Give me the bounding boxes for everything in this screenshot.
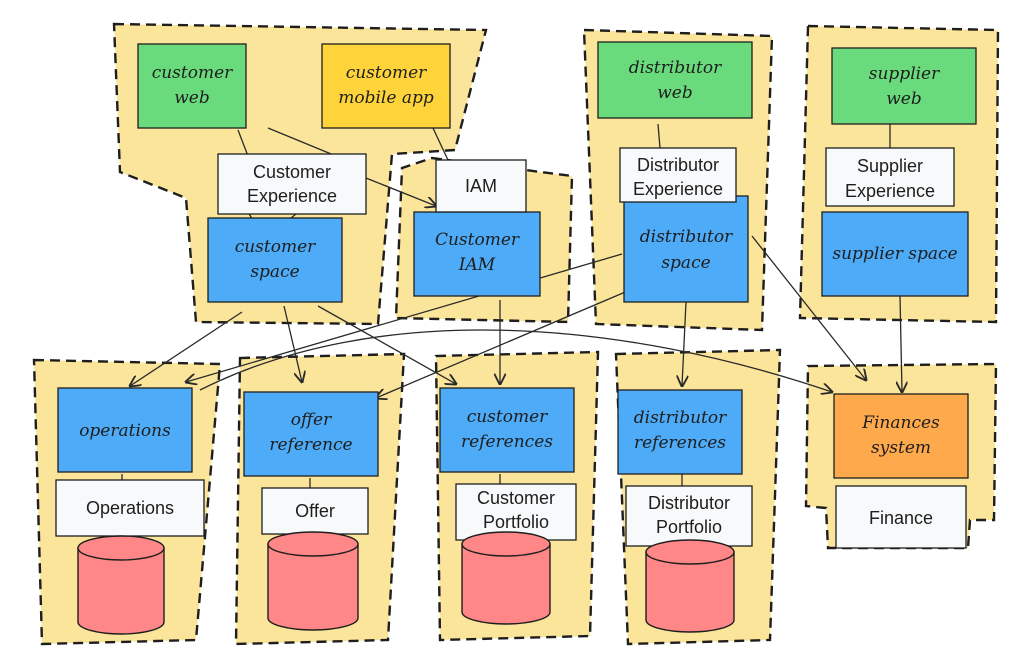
- distributor-references-line1: distributor: [634, 408, 727, 428]
- offer-reference-box: offer reference: [243, 391, 379, 477]
- customer-iam-box: Customer IAM: [413, 211, 541, 297]
- customer-experience-line2: Experience: [247, 186, 337, 206]
- arrows: [130, 177, 902, 398]
- supplier-experience-line1: Supplier: [857, 156, 923, 176]
- finance-label: Finance: [835, 485, 967, 549]
- customer-mobile-box: customer mobile app: [321, 43, 451, 129]
- operations-fill: [57, 387, 193, 473]
- customer-portfolio-label: Customer Portfolio: [455, 483, 577, 541]
- finances-system-line1: Finances: [861, 413, 940, 433]
- customer-iam-line2: IAM: [458, 255, 496, 275]
- distributor-space-line2: space: [661, 253, 710, 273]
- customer-experience-line1: Customer: [253, 162, 331, 182]
- customer-references-line1: customer: [467, 407, 548, 427]
- customer-space-box: customer space: [207, 217, 343, 303]
- finance-domain-line1: Finance: [869, 508, 933, 528]
- customer-references-line2: references: [461, 432, 553, 452]
- finances-system-fill: [833, 393, 969, 479]
- customer-web-line1: customer: [152, 63, 233, 83]
- customer-web-fill: [137, 43, 247, 129]
- customer-web-box: customer web: [137, 43, 247, 129]
- arrow-operations-to-finances: [199, 329, 832, 392]
- finances-system-line2: system: [871, 438, 931, 458]
- distributor-web-line1: distributor: [629, 58, 722, 78]
- customer-references-fill: [439, 387, 575, 473]
- supplier-web-line1: supplier: [869, 64, 940, 84]
- customer-iam-fill: [413, 211, 541, 297]
- finances-system-box: Finances system: [833, 393, 969, 479]
- arrow-distributor-space-to-offer: [376, 289, 631, 398]
- supplier-web-fill: [831, 47, 977, 125]
- distributor-space-line1: distributor: [640, 227, 733, 247]
- distributor-space-box: distributor space: [623, 195, 749, 303]
- distributor-web-box: distributor web: [597, 41, 753, 119]
- offer-reference-line2: reference: [269, 435, 352, 455]
- customer-mobile-line1: customer: [346, 63, 427, 83]
- customer-iam-line1: Customer: [435, 230, 520, 250]
- arrow-customer-space-to-customer-refs: [317, 305, 456, 384]
- operations-line1: operations: [79, 421, 171, 441]
- distributor-references-line2: references: [634, 433, 726, 453]
- distributor-space-fill: [623, 195, 749, 303]
- iam-line1: IAM: [465, 176, 497, 196]
- customer-space-line2: space: [250, 262, 299, 282]
- iam-label: IAM: [435, 159, 527, 213]
- distributor-references-box: distributor references: [617, 389, 743, 475]
- distributor-references-fill: [617, 389, 743, 475]
- arrow-customer-space-to-operations: [130, 311, 243, 386]
- distributor-web-fill: [597, 41, 753, 119]
- offer-domain-line1: Offer: [295, 501, 335, 521]
- distributor-experience-line1: Distributor: [637, 155, 719, 175]
- supplier-web-line2: web: [886, 89, 922, 109]
- supplier-space-box: supplier space: [821, 211, 969, 297]
- operations-database-icon: [77, 535, 165, 635]
- offer-database-icon: [267, 531, 359, 631]
- distributor-experience-label: Distributor Experience: [619, 147, 737, 203]
- customer-web-line2: web: [174, 88, 210, 108]
- arrow-distributor-space-to-dist-refs: [682, 301, 686, 386]
- customer-mobile-line2: mobile app: [338, 88, 434, 108]
- customer-portfolio-database-icon: [461, 531, 551, 625]
- customer-space-fill: [207, 217, 343, 303]
- distributor-portfolio-line1: Distributor: [648, 493, 730, 513]
- operations-label: Operations: [55, 479, 205, 537]
- operations-box: operations: [57, 387, 193, 473]
- offer-reference-fill: [243, 391, 379, 477]
- distributor-web-line2: web: [657, 83, 693, 103]
- arrow-customer-space-to-offer: [283, 305, 302, 382]
- arrow-distributor-space-to-operations: [186, 253, 623, 382]
- arrow-distributor-space-to-finances: [751, 235, 866, 380]
- distributor-portfolio-database-icon: [645, 539, 735, 633]
- customer-space-line1: customer: [235, 237, 316, 257]
- supplier-space-line1: supplier space: [832, 244, 957, 264]
- supplier-space-fill: [821, 211, 969, 297]
- operations-domain-line1: Operations: [86, 498, 174, 518]
- supplier-experience-line2: Experience: [845, 181, 935, 201]
- arrow-supplier-space-to-finances: [900, 295, 902, 392]
- customer-experience-label: Customer Experience: [217, 153, 367, 215]
- arrow-customer-exp-to-iam: [365, 177, 436, 206]
- offer-reference-line1: offer: [291, 410, 332, 430]
- customer-portfolio-line2: Portfolio: [483, 512, 549, 532]
- supplier-web-box: supplier web: [831, 47, 977, 125]
- distributor-portfolio-line2: Portfolio: [656, 517, 722, 537]
- distributor-portfolio-label: Distributor Portfolio: [625, 485, 753, 547]
- customer-mobile-fill: [321, 43, 451, 129]
- supplier-experience-label: Supplier Experience: [825, 147, 955, 207]
- customer-references-box: customer references: [439, 387, 575, 473]
- customer-portfolio-line1: Customer: [477, 488, 555, 508]
- offer-label: Offer: [261, 487, 369, 535]
- distributor-experience-line2: Experience: [633, 179, 723, 199]
